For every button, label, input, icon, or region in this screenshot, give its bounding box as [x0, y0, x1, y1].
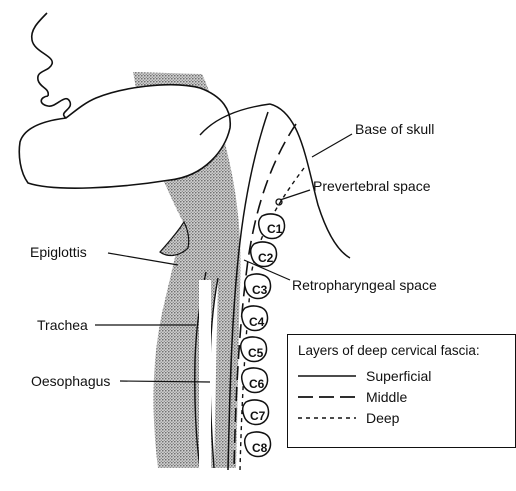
- legend-row-deep: Deep: [298, 410, 399, 426]
- short-dash-swatch: [298, 415, 356, 421]
- long-dash-swatch: [298, 394, 356, 400]
- solid-line-swatch: [298, 373, 356, 379]
- epiglottis-flap: [160, 222, 189, 255]
- label-base-of-skull: Base of skull: [355, 121, 434, 137]
- vertebra-label-c2: C2: [258, 251, 274, 265]
- vertebra-label-c4: C4: [249, 315, 265, 329]
- vertebra-label-c6: C6: [249, 377, 265, 391]
- label-epiglottis: Epiglottis: [30, 244, 87, 260]
- oesophagus-lumen: [199, 280, 211, 468]
- vertebra-label-c7: C7: [250, 409, 266, 423]
- leader-base-of-skull: [312, 134, 352, 157]
- legend-label-deep: Deep: [366, 410, 399, 426]
- lips: [41, 96, 70, 118]
- legend-title: Layers of deep cervical fascia:: [298, 343, 480, 358]
- label-retropharyngeal-space: Retropharyngeal space: [292, 277, 437, 293]
- legend-label-superficial: Superficial: [366, 368, 431, 384]
- label-trachea: Trachea: [37, 317, 88, 333]
- face-profile: [32, 13, 53, 96]
- vertebra-label-c3: C3: [252, 283, 268, 297]
- legend-row-superficial: Superficial: [298, 368, 431, 384]
- legend-box: Layers of deep cervical fascia: Superfic…: [287, 334, 516, 448]
- label-oesophagus: Oesophagus: [31, 373, 110, 389]
- legend-row-middle: Middle: [298, 389, 407, 405]
- vertebra-label-c1: C1: [267, 222, 283, 236]
- label-prevertebral-space: Prevertebral space: [313, 178, 431, 194]
- legend-label-middle: Middle: [366, 389, 407, 405]
- vertebra-label-c8: C8: [252, 441, 268, 455]
- vertebra-label-c5: C5: [248, 346, 264, 360]
